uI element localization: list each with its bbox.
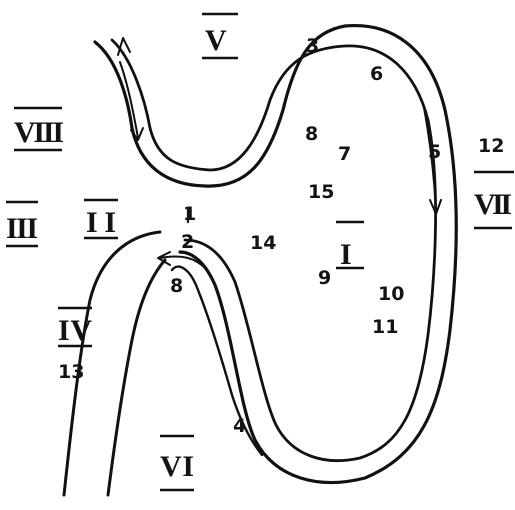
label-roman-III: III [6,202,38,246]
label-roman-VII: VII [474,172,514,228]
label-8-lower: 8 [170,275,183,297]
label-3: 3 [306,35,319,57]
svg-text:II: II [86,206,116,239]
svg-text:VI: VI [160,450,194,483]
label-1: 1 [183,203,196,225]
svg-text:V: V [205,24,227,57]
label-6: 6 [370,63,383,85]
label-roman-VI: VI [160,436,194,490]
label-roman-IV: IV [58,308,92,347]
svg-text:VII: VII [474,188,512,221]
label-10: 10 [378,283,404,305]
label-14: 14 [250,232,276,254]
label-roman-VIII: VIII [14,108,64,150]
label-roman-V: V [202,14,238,58]
label-5: 5 [428,141,441,163]
svg-text:III: III [6,212,38,245]
svg-text:VIII: VIII [14,116,64,149]
label-roman-I: I [336,222,364,271]
svg-text:I: I [340,238,352,271]
label-15: 15 [308,181,334,203]
label-13: 13 [58,361,84,383]
lower-channel-inner-bank [108,260,165,495]
label-12: 12 [478,135,504,157]
label-11: 11 [372,316,398,338]
label-8-upper: 8 [305,123,318,145]
label-4: 4 [233,415,246,437]
label-2: 2 [181,231,194,253]
label-roman-II: II [84,200,118,239]
upper-channel-outer-bank [95,26,456,483]
label-7: 7 [338,143,351,165]
svg-text:IV: IV [58,314,92,347]
label-9: 9 [318,267,331,289]
